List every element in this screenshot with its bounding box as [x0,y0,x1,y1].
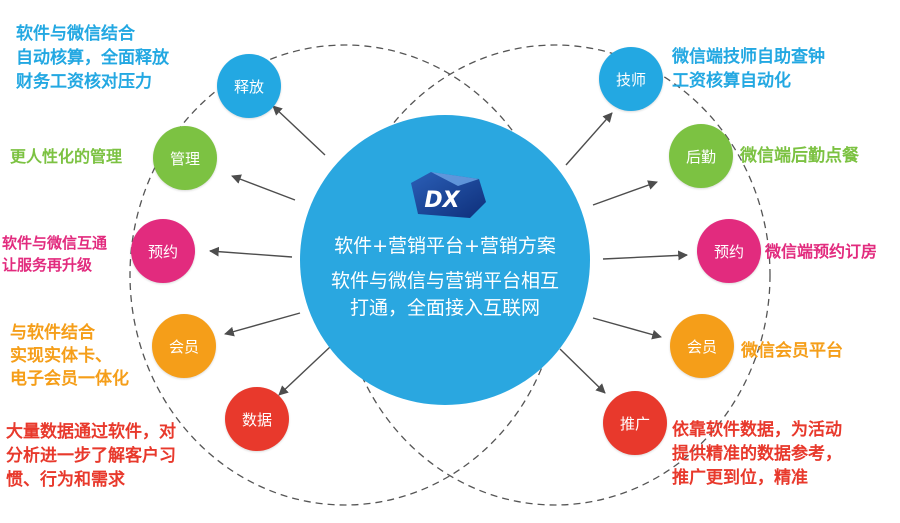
desc-left-booking-line-1: 软件与微信互通 [2,234,108,252]
desc-right-promotion-line-1: 依靠软件数据，为活动 [672,420,842,440]
desc-right-logistics: 微信端后勤点餐 [740,144,859,168]
desc-right-member: 微信会员平台 [741,339,843,363]
desc-right-technician: 微信端技师自助查钟 工资核算自动化 [672,45,825,93]
node-right-technician: 技师 [599,47,663,111]
desc-left-release: 软件与微信结合 自动核算，全面释放 财务工资核对压力 [16,22,169,94]
node-left-member-label: 会员 [168,337,199,356]
desc-left-manage-line-1: 更人性化的管理 [10,147,123,166]
arrow-left-booking [209,246,293,258]
desc-right-member-line-1: 微信会员平台 [741,341,843,361]
arrow-left-member [224,312,301,337]
arrow-right-booking [602,250,688,261]
arrow-right-technician [565,112,613,166]
arrow-right-promotion [559,348,606,394]
desc-right-booking-line-1: 微信端预约订房 [765,242,878,261]
node-left-manage-label: 管理 [169,149,200,168]
node-left-release: 释放 [217,54,281,118]
node-right-member-label: 会员 [686,337,717,356]
desc-left-member-line-1: 与软件结合 [10,323,95,343]
node-right-technician-label: 技师 [615,70,646,89]
desc-left-release-line-1: 软件与微信结合 [16,24,135,44]
desc-right-technician-line-1: 微信端技师自助查钟 [672,47,825,67]
arrow-right-logistics [592,180,658,206]
node-right-logistics-label: 后勤 [685,147,716,166]
node-right-promotion-label: 推广 [619,414,650,433]
node-left-manage: 管理 [153,126,217,190]
dx-logo-text: DX [424,188,460,213]
arrow-left-release [272,105,326,156]
desc-right-technician-line-2: 工资核算自动化 [672,71,791,91]
desc-left-booking-line-2: 让服务再升级 [2,256,93,274]
node-right-member: 会员 [670,314,734,378]
desc-left-release-line-3: 财务工资核对压力 [16,72,152,92]
center-circle [300,115,590,405]
node-left-booking-label: 预约 [147,242,178,261]
desc-left-data-line-3: 惯、行为和需求 [6,470,125,490]
desc-left-member-line-2: 实现实体卡、 [10,346,112,366]
node-right-promotion: 推广 [603,391,667,455]
arrow-right-member [592,317,662,340]
desc-left-member-line-3: 电子会员一体化 [10,369,129,389]
arrow-left-manage [231,174,296,201]
node-left-data-label: 数据 [241,410,272,429]
desc-right-booking: 微信端预约订房 [765,240,877,264]
node-right-booking: 预约 [697,219,761,283]
desc-left-member: 与软件结合 实现实体卡、 电子会员一体化 [10,322,129,391]
dx-logo: DX [411,172,486,218]
desc-left-data: 大量数据通过软件，对 分析进一步了解客户习 惯、行为和需求 [6,420,176,492]
desc-right-promotion: 依靠软件数据，为活动 提供精准的数据参考， 推广更到位，精准 [672,418,842,490]
desc-right-logistics-line-1: 微信端后勤点餐 [740,146,859,166]
desc-right-promotion-line-3: 推广更到位，精准 [672,468,808,488]
desc-left-release-line-2: 自动核算，全面释放 [16,48,169,68]
node-left-data: 数据 [225,387,289,451]
arrow-left-data [278,346,331,396]
desc-left-manage: 更人性化的管理 [10,145,122,169]
node-right-booking-label: 预约 [713,242,744,261]
desc-left-booking: 软件与微信互通 让服务再升级 [2,232,107,276]
center-line-1: 软件+营销平台+营销方案 [334,235,556,257]
desc-left-data-line-2: 分析进一步了解客户习 [6,446,176,466]
desc-left-data-line-1: 大量数据通过软件，对 [6,422,176,442]
node-left-booking: 预约 [131,219,195,283]
center-line-3: 打通，全面接入互联网 [349,297,541,319]
node-right-logistics: 后勤 [669,124,733,188]
node-left-member: 会员 [152,314,216,378]
node-left-release-label: 释放 [233,77,264,96]
center-line-2: 软件与微信与营销平台相互 [330,270,560,292]
desc-right-promotion-line-2: 提供精准的数据参考， [672,444,842,464]
